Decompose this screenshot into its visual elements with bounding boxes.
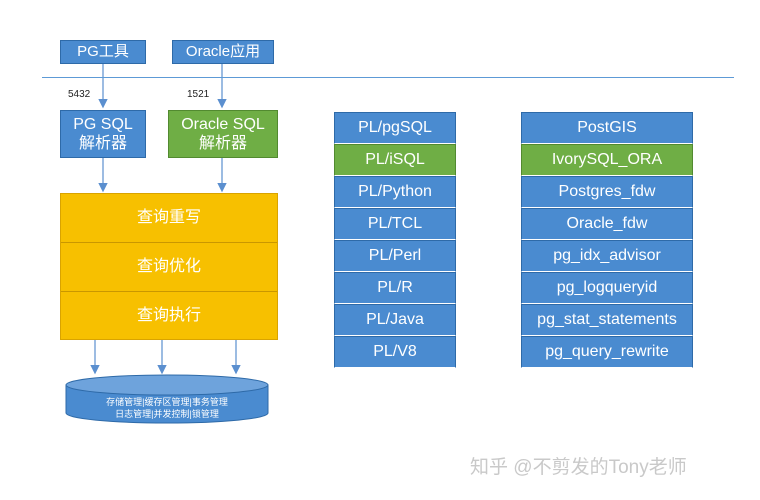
language-label: PL/iSQL xyxy=(365,151,425,168)
storage-line1: 存储管理|缓存区管理|事务管理 xyxy=(106,397,228,407)
list-item-extension: IvorySQL_ORA xyxy=(521,144,693,176)
oracle-parser-line2: 解析器 xyxy=(198,135,247,152)
extension-label: pg_idx_advisor xyxy=(553,247,661,264)
language-label: PL/Java xyxy=(366,311,424,328)
language-label: PL/pgSQL xyxy=(358,119,432,136)
extensions-list: PostGIS IvorySQL_ORA Postgres_fdw Oracle… xyxy=(521,112,693,368)
list-item-language: PL/V8 xyxy=(334,336,456,368)
list-item-language: PL/Java xyxy=(334,304,456,336)
list-item-extension: Postgres_fdw xyxy=(521,176,693,208)
language-label: PL/Python xyxy=(358,183,432,200)
query-stack: 查询重写 查询优化 查询执行 xyxy=(60,193,278,340)
query-optimize-label: 查询优化 xyxy=(136,258,201,276)
procedural-languages-list: PL/pgSQL PL/iSQL PL/Python PL/TCL PL/Per… xyxy=(334,112,456,368)
pg-tool-box: PG工具 xyxy=(60,40,146,64)
storage-text: 存储管理|缓存区管理|事务管理 日志管理|并发控制|锁管理 xyxy=(66,396,268,420)
list-item-language: PL/Python xyxy=(334,176,456,208)
list-item-language: PL/Perl xyxy=(334,240,456,272)
storage-line2: 日志管理|并发控制|锁管理 xyxy=(115,409,219,419)
extension-label: pg_query_rewrite xyxy=(545,343,669,360)
extension-label: PostGIS xyxy=(577,119,637,136)
list-item-extension: Oracle_fdw xyxy=(521,208,693,240)
list-item-extension: pg_idx_advisor xyxy=(521,240,693,272)
language-label: PL/R xyxy=(377,279,413,296)
query-rewrite-label: 查询重写 xyxy=(136,209,201,227)
pg-parser-line2: 解析器 xyxy=(78,135,127,152)
query-execute-row: 查询执行 xyxy=(61,292,277,339)
query-execute-label: 查询执行 xyxy=(136,306,201,324)
language-label: PL/Perl xyxy=(368,247,422,264)
port-oracle: 1521 xyxy=(187,89,210,100)
pg-tool-label: PG工具 xyxy=(77,43,129,60)
pg-parser-line1: PG SQL xyxy=(73,115,133,133)
list-item-language: PL/TCL xyxy=(334,208,456,240)
extension-label: Oracle_fdw xyxy=(566,215,648,232)
list-item-language: PL/iSQL xyxy=(334,144,456,176)
watermark: 知乎 @不剪发的Tony老师 xyxy=(470,457,687,478)
extension-label: pg_stat_statements xyxy=(537,311,677,328)
language-label: PL/TCL xyxy=(367,215,423,232)
oracle-sql-parser-box: Oracle SQL 解析器 xyxy=(168,110,278,158)
pg-sql-parser-box: PG SQL 解析器 xyxy=(60,110,146,158)
list-item-extension: pg_logqueryid xyxy=(521,272,693,304)
oracle-app-label: Oracle应用 xyxy=(185,43,261,60)
list-item-language: PL/pgSQL xyxy=(334,112,456,144)
oracle-parser-line1: Oracle SQL xyxy=(181,115,265,133)
query-rewrite-row: 查询重写 xyxy=(61,194,277,243)
port-pg: 5432 xyxy=(68,89,91,100)
storage-cylinder xyxy=(65,374,269,424)
extension-label: Postgres_fdw xyxy=(558,183,656,200)
extension-label: pg_logqueryid xyxy=(556,279,658,296)
extension-label: IvorySQL_ORA xyxy=(551,151,663,168)
list-item-extension: PostGIS xyxy=(521,112,693,144)
list-item-extension: pg_query_rewrite xyxy=(521,336,693,368)
list-item-extension: pg_stat_statements xyxy=(521,304,693,336)
divider-line xyxy=(42,77,734,78)
query-optimize-row: 查询优化 xyxy=(61,243,277,292)
list-item-language: PL/R xyxy=(334,272,456,304)
oracle-app-box: Oracle应用 xyxy=(172,40,274,64)
language-label: PL/V8 xyxy=(373,343,417,360)
